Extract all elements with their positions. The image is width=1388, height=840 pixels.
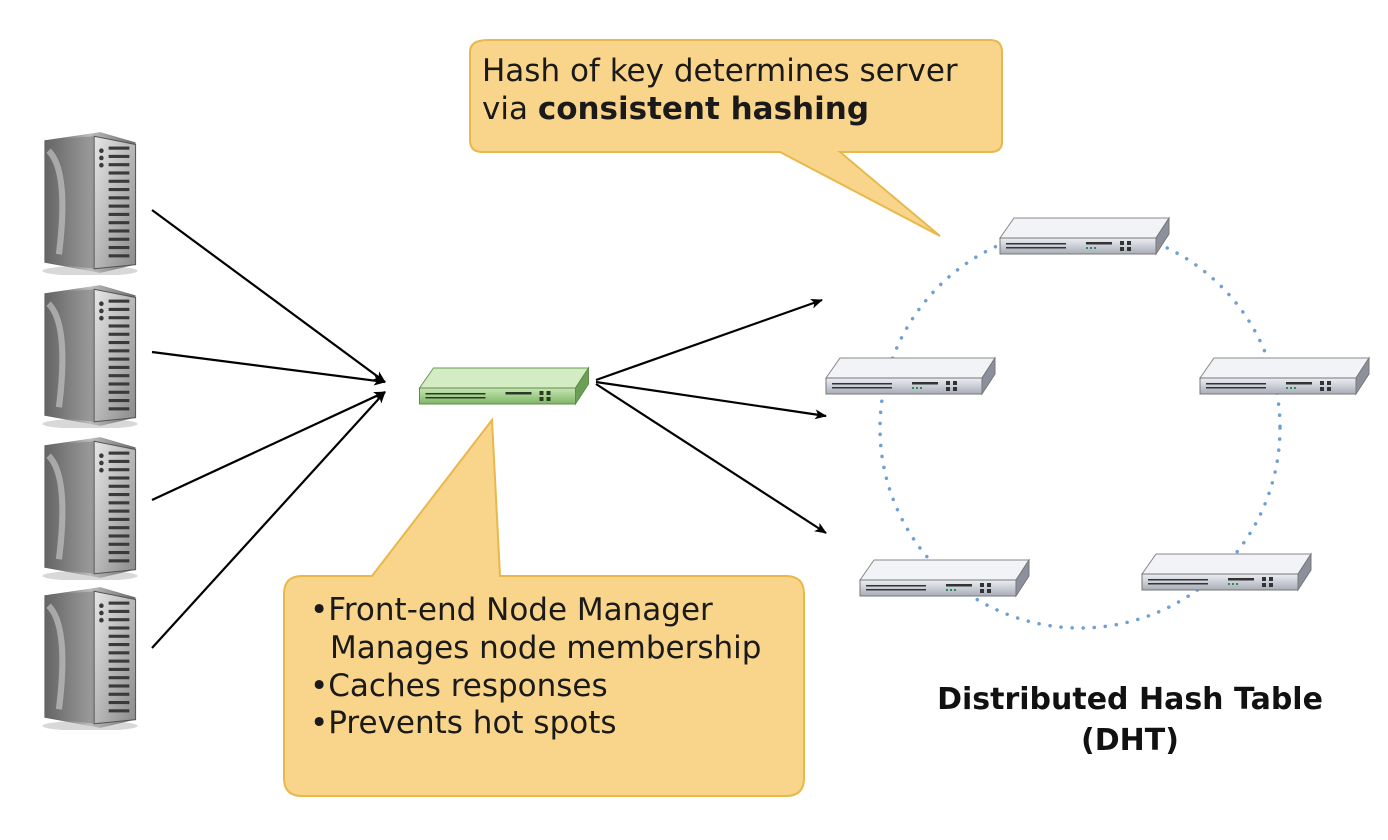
callout-bottom-item-1: •Front-end Node Manager bbox=[310, 592, 713, 628]
arrow-client-1 bbox=[151, 209, 386, 383]
front-end-node-icon bbox=[418, 367, 590, 405]
client-server-3-icon bbox=[42, 437, 137, 581]
callout-top-bubble bbox=[469, 39, 1003, 237]
callout-top-line2-prefix: via bbox=[482, 90, 538, 127]
callout-top-line2: via consistent hashing bbox=[482, 91, 1002, 129]
dht-label-line1: Distributed Hash Table bbox=[937, 682, 1323, 717]
arrow-client-3 bbox=[151, 391, 386, 501]
client-server-1-icon bbox=[42, 132, 137, 276]
dht-label-line2: (DHT) bbox=[1081, 722, 1179, 758]
arrow-to-dht-1 bbox=[595, 298, 823, 382]
arrow-to-dht-3 bbox=[595, 383, 827, 534]
callout-bottom-item-3: •Caches responses bbox=[310, 667, 608, 704]
callout-top-text: Hash of key determines server via consis… bbox=[482, 53, 1002, 129]
callout-bottom-item-2: Manages node membership bbox=[330, 629, 762, 666]
callout-bottom-bubble bbox=[283, 417, 805, 797]
dht-node-top-icon bbox=[999, 217, 1170, 255]
arrow-client-4 bbox=[151, 391, 386, 649]
dht-label: Distributed Hash Table (DHT) bbox=[920, 680, 1340, 761]
callout-bottom-text: •Front-end Node Manager Manages node mem… bbox=[310, 592, 790, 743]
callout-bottom-item-4: •Prevents hot spots bbox=[310, 705, 617, 742]
callout-top-line1: Hash of key determines server bbox=[482, 53, 958, 89]
callout-top-line2-bold: consistent hashing bbox=[537, 90, 870, 127]
dht-node-right-icon bbox=[1199, 357, 1370, 395]
dht-node-bottom-right-icon bbox=[1141, 553, 1312, 591]
arrow-client-2 bbox=[151, 350, 386, 386]
client-server-4-icon bbox=[42, 587, 137, 731]
client-server-2-icon bbox=[42, 285, 137, 429]
dht-node-bottom-left-icon bbox=[859, 559, 1030, 597]
dht-node-left-icon bbox=[825, 357, 996, 395]
arrow-to-dht-2 bbox=[595, 380, 827, 420]
